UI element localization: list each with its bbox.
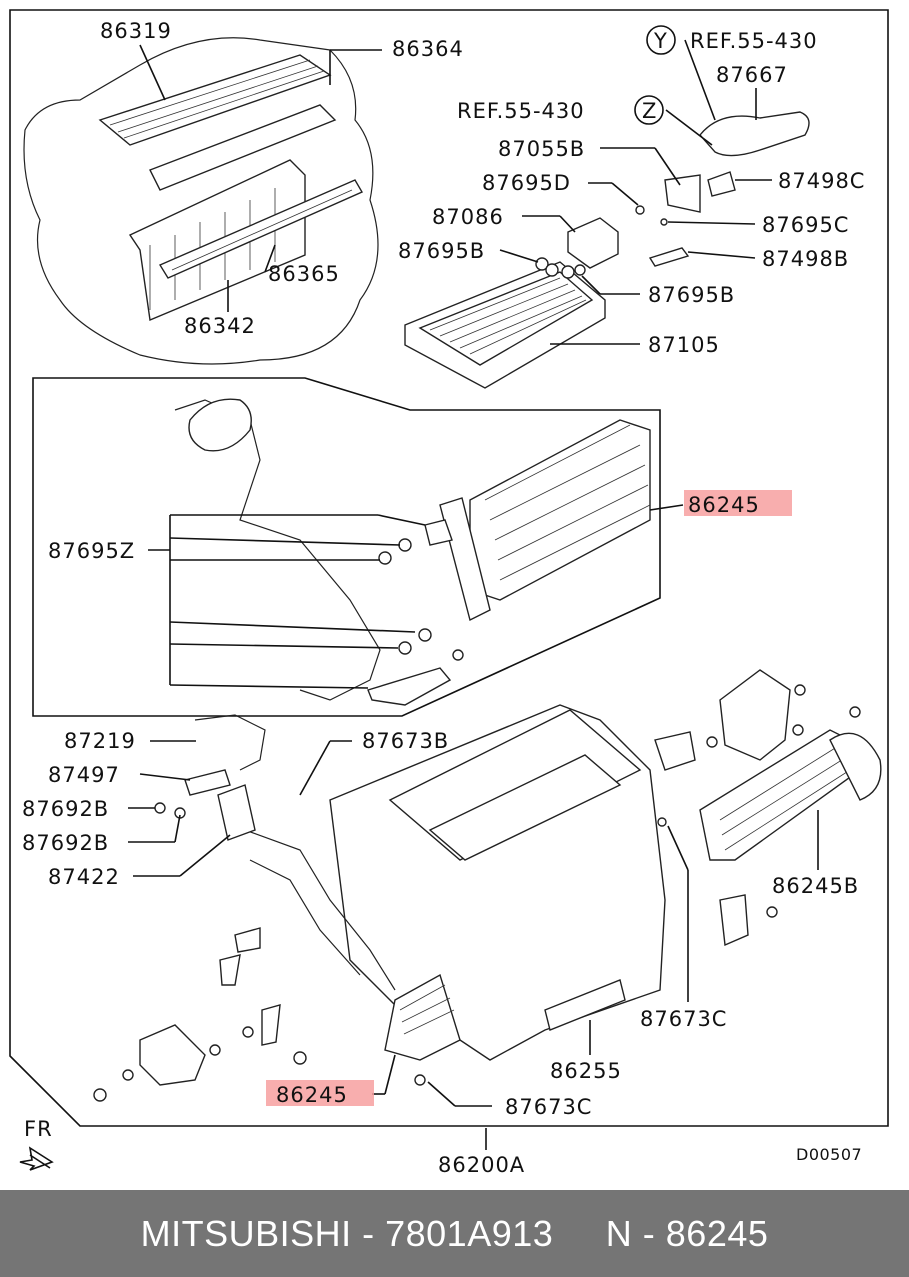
callout-87695Z: 87695Z [48, 539, 135, 563]
callout-87219: 87219 [64, 729, 136, 753]
callout-ref-z: REF.55-430 [457, 99, 585, 123]
highlight-86245-top [684, 490, 792, 516]
callout-87105: 87105 [648, 333, 720, 357]
callout-86365: 86365 [268, 262, 340, 286]
ref-z-letter: Z [642, 99, 657, 123]
callout-86319: 86319 [100, 19, 172, 43]
parts-diagram: 86319 86364 86365 86342 Y REF.55-430 Z R… [9, 9, 889, 1177]
callout-86342: 86342 [184, 314, 256, 338]
callout-87497: 87497 [48, 763, 120, 787]
callout-labels: 86319 86364 86365 86342 Y REF.55-430 Z R… [19, 19, 865, 1177]
hvac-unit-illustration [93, 669, 882, 1102]
leader-lines [128, 39, 819, 1150]
callout-87667: 87667 [716, 63, 788, 87]
detail-inset-box [32, 377, 661, 717]
ref-y-circle [646, 25, 676, 55]
footer-part-text: MITSUBISHI - 7801A913 N - 86245 [140, 1212, 769, 1254]
part-info-footer: MITSUBISHI - 7801A913 N - 86245 [0, 1190, 909, 1277]
callout-87673C-right: 87673C [640, 1007, 727, 1031]
callout-87498C: 87498C [778, 169, 865, 193]
callout-87055B: 87055B [498, 137, 585, 161]
callout-ref-y: REF.55-430 [690, 29, 818, 53]
ref-z-circle [634, 95, 664, 125]
callout-87695B-right: 87695B [648, 283, 735, 307]
callout-87692B-2: 87692B [22, 831, 109, 855]
callout-87695C: 87695C [762, 213, 849, 237]
direction-label: FR [24, 1117, 53, 1141]
inset-heater-core-illustration [174, 398, 651, 706]
front-direction-arrow-icon: FR [19, 1117, 54, 1171]
callout-87498B: 87498B [762, 247, 849, 271]
callout-86255: 86255 [550, 1059, 622, 1083]
callout-87695B-left: 87695B [398, 239, 485, 263]
callout-87673B: 87673B [362, 729, 449, 753]
assembly-label-86200A: 86200A [438, 1153, 525, 1177]
callout-87695D: 87695D [482, 171, 571, 195]
callout-87692B-1: 87692B [22, 797, 109, 821]
callout-86364: 86364 [392, 37, 464, 61]
callout-87086: 87086 [432, 205, 504, 229]
callout-86245-bottom: 86245 [276, 1083, 348, 1107]
highlight-86245-bottom [266, 1080, 374, 1106]
callout-86245-top: 86245 [688, 493, 760, 517]
callout-87673C-bottom: 87673C [505, 1095, 592, 1119]
callout-87422: 87422 [48, 865, 120, 889]
drawing-code: D00507 [796, 1145, 862, 1164]
diagram-frame [9, 9, 889, 1127]
heater-core-illustration [404, 111, 810, 389]
callout-86245B: 86245B [772, 874, 859, 898]
ref-y-letter: Y [653, 29, 668, 53]
duct-assembly-illustration [23, 37, 379, 365]
